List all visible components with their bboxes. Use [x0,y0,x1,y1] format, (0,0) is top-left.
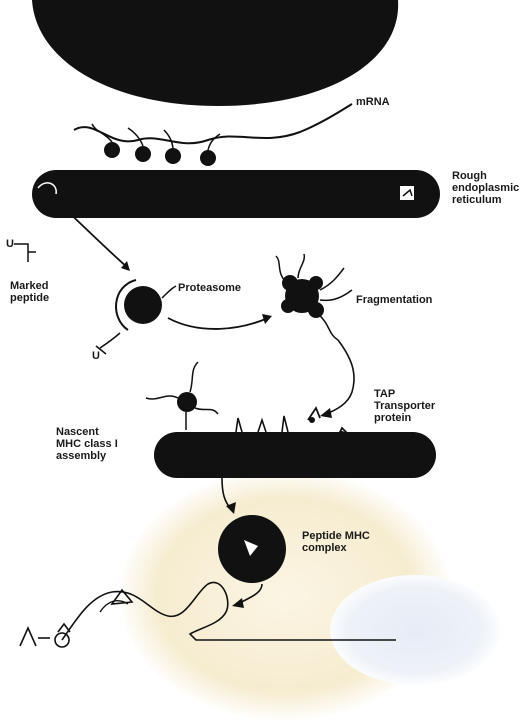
diagram-canvas [0,0,528,649]
proteasome-to-fragment-arrow [168,318,268,329]
mrna-strand [74,104,352,143]
fragmentation-label: Fragmentation [356,294,432,306]
rough-er-label: Rough endoplasmic reticulum [452,170,519,206]
er-lumen-membrane [154,432,436,478]
cell-membrane [62,582,396,640]
nucleus [32,0,398,106]
ribosome [92,124,220,166]
membrane-spikes [236,416,288,432]
fragment-to-tap-arrow [326,340,354,414]
peptide-mhc-label: Peptide MHC complex [302,530,370,554]
proteasome-label: Proteasome [178,282,241,294]
ubiquitin-top-label: U [6,238,14,250]
mrna-label: mRNA [356,96,390,108]
marked-peptide-label: Marked peptide [10,280,49,304]
peptide-fragments [276,254,352,340]
proteasome [124,286,162,324]
mhc-assembly-label: Nascent MHC class I assembly [56,426,118,462]
ubiquitin-tag-top [14,244,36,262]
rough-er-membrane [32,170,440,218]
antigen-processing-diagram: mRNA Rough endoplasmic reticulum Marked … [0,0,528,649]
nascent-mhc-molecule [146,362,218,430]
tap-transporter-label: TAP Transporter protein [374,388,435,424]
ubiquitin-bottom-label: U [92,350,100,362]
t-cell-receptor [20,624,70,647]
